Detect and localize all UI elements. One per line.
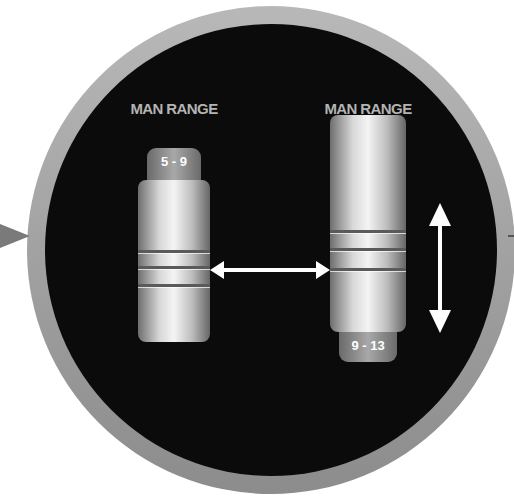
double-arrow (210, 261, 330, 279)
range-slider: MAN RANGE5 - 9 (138, 100, 210, 342)
grip-band (138, 266, 210, 269)
grip-highlight (330, 251, 406, 252)
slider-body (330, 115, 406, 332)
slider-shape (138, 100, 210, 342)
grip-highlight (330, 271, 406, 272)
slider-body (138, 180, 210, 342)
slider-heading: MAN RANGE (98, 100, 250, 117)
incoming-arrow (0, 224, 30, 248)
inner-disc (45, 24, 497, 476)
range-label: 5 - 9 (138, 154, 210, 169)
slider-shape (330, 100, 406, 362)
grip-highlight (330, 233, 406, 234)
grip-band (330, 230, 406, 233)
grip-highlight (138, 269, 210, 270)
vertical-double-arrow (429, 203, 451, 333)
grip-band (138, 250, 210, 253)
grip-band (330, 268, 406, 271)
slider-heading: MAN RANGE (290, 100, 446, 117)
grip-highlight (138, 287, 210, 288)
outgoing-line (508, 235, 514, 237)
range-label: 9 - 13 (330, 338, 406, 353)
grip-highlight (138, 253, 210, 254)
range-slider: MAN RANGE9 - 13 (330, 100, 406, 362)
outer-ring (27, 6, 514, 494)
grip-band (330, 248, 406, 251)
grip-band (138, 284, 210, 287)
